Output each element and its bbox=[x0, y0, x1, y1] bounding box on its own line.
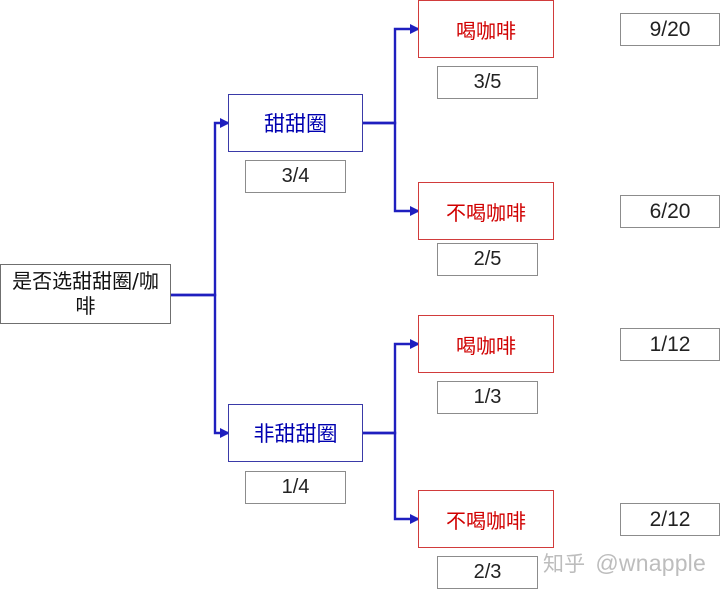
donut-drink-coffee-probability-box: 3/5 bbox=[437, 66, 538, 99]
non-donut-no-coffee-probability-box: 2/3 bbox=[437, 556, 538, 589]
donut-drink-coffee-result-box: 9/20 bbox=[620, 13, 720, 46]
non-donut-drink-coffee-probability-box: 1/3 bbox=[437, 381, 538, 414]
watermark-site-text: 知乎 bbox=[542, 552, 586, 576]
non-donut-branch-node: 非甜甜圈 bbox=[228, 404, 363, 462]
watermark-handle-text: @wnapple bbox=[595, 550, 706, 576]
non-donut-to-drink-coffee-connector bbox=[362, 339, 420, 435]
non-donut-to-no-coffee-connector bbox=[362, 431, 420, 524]
non-donut-drink-coffee-node: 喝咖啡 bbox=[418, 315, 554, 373]
root-to-non-donut-connector bbox=[171, 293, 230, 438]
donut-no-coffee-result-box: 6/20 bbox=[620, 195, 720, 228]
non-donut-drink-coffee-result-box: 1/12 bbox=[620, 328, 720, 361]
donut-no-coffee-node: 不喝咖啡 bbox=[418, 182, 554, 240]
donut-branch-node: 甜甜圈 bbox=[228, 94, 363, 152]
donut-drink-coffee-node: 喝咖啡 bbox=[418, 0, 554, 58]
donut-probability-box: 3/4 bbox=[245, 160, 346, 193]
root-decision-node: 是否选甜甜圈/咖啡 bbox=[0, 264, 171, 324]
zhihu-watermark: 知乎 @wnapple bbox=[543, 548, 706, 578]
non-donut-no-coffee-result-box: 2/12 bbox=[620, 503, 720, 536]
donut-no-coffee-probability-box: 2/5 bbox=[437, 243, 538, 276]
donut-to-drink-coffee-connector bbox=[362, 24, 420, 125]
root-to-donut-connector bbox=[171, 118, 230, 297]
non-donut-probability-box: 1/4 bbox=[245, 471, 346, 504]
non-donut-no-coffee-node: 不喝咖啡 bbox=[418, 490, 554, 548]
donut-to-no-coffee-connector bbox=[362, 121, 420, 216]
